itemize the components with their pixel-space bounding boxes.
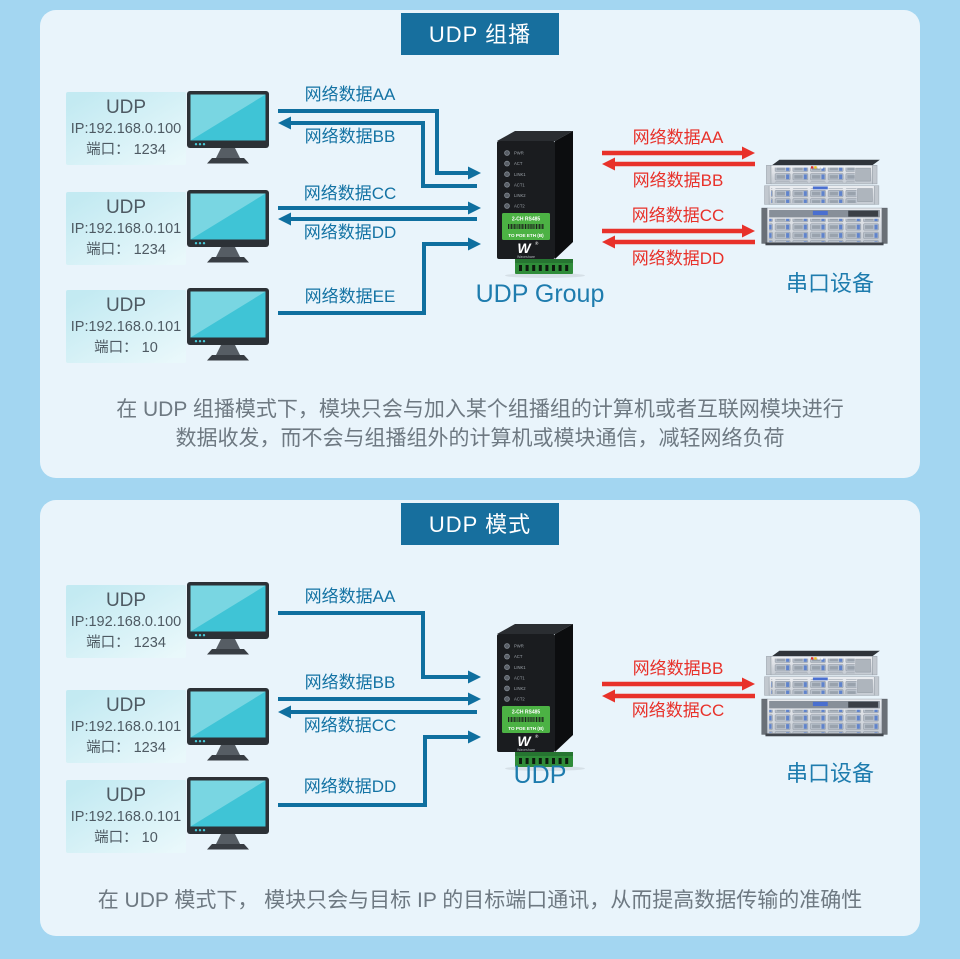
arrow-dd-pc3-to-device — [278, 730, 481, 807]
device-caption: UDP — [513, 761, 567, 789]
net-data-label-dd: 网络数据DD — [303, 777, 397, 796]
computer-label: UDP IP:192.168.0.101 端口： 1234 — [66, 690, 186, 763]
computer-protocol: UDP — [105, 590, 147, 611]
serial-data-label-bb: 网络数据BB — [632, 171, 724, 190]
server-rack-icon — [757, 156, 892, 249]
arrow-bb-device-to-pc1 — [278, 116, 477, 188]
net-data-label-dd: 网络数据DD — [303, 223, 397, 242]
computer-port: 端口： 10 — [94, 340, 158, 356]
computer-ip: IP:192.168.0.101 — [70, 319, 182, 335]
computer-port: 端口： 1234 — [86, 242, 166, 258]
computer-label: UDP IP:192.168.0.101 端口： 1234 — [66, 192, 186, 265]
computer-protocol: UDP — [105, 295, 147, 316]
computer-ip: IP:192.168.0.101 — [70, 221, 182, 237]
server-rack-caption: 串口设备 — [785, 761, 874, 786]
panel2-title: UDP 模式 — [400, 503, 560, 545]
computer-ip: IP:192.168.0.101 — [70, 719, 182, 735]
connection-arrows — [278, 109, 755, 315]
panel2-description: 在 UDP 模式下， 模块只会与目标 IP 的目标端口通讯，从而提高数据传输的准… — [40, 886, 920, 915]
computer-ip: IP:192.168.0.100 — [70, 614, 182, 630]
device-caption: UDP Group — [475, 280, 605, 308]
description-line: 在 UDP 模式下， 模块只会与目标 IP 的目标端口通讯，从而提高数据传输的准… — [97, 889, 863, 912]
computer-port: 端口： 1234 — [86, 740, 166, 756]
description-line: 在 UDP 组播模式下，模块只会与加入某个组播组的计算机或者互联网模块进行 — [116, 398, 844, 421]
serial-server-device-icon — [495, 128, 595, 278]
connection-arrows — [278, 611, 755, 807]
arrow-aa-pc1-to-device — [278, 611, 481, 684]
computer-protocol: UDP — [105, 197, 147, 218]
net-data-label-aa: 网络数据AA — [304, 587, 396, 606]
udp-mode-panel: UDP 模式 UDP IP:192.168.0.100 端口： 1234 UDP… — [40, 500, 920, 936]
monitor-icon — [187, 582, 269, 656]
computer-label: UDP IP:192.168.0.100 端口： 1234 — [66, 585, 186, 658]
monitor-icon — [187, 688, 269, 762]
net-data-label-bb: 网络数据BB — [304, 127, 396, 146]
monitor-icon — [187, 777, 269, 851]
computer-port: 端口： 1234 — [86, 635, 166, 651]
computer-protocol: UDP — [105, 785, 147, 806]
computer-port: 端口： 10 — [94, 830, 158, 846]
udp-multicast-panel: UDP 组播 UDP IP:192.168.0.100 端口： 1234 UDP… — [40, 10, 920, 478]
monitor-icon — [187, 91, 269, 165]
monitor-icon — [187, 190, 269, 264]
monitor-icon — [187, 288, 269, 362]
description-line: 数据收发，而不会与组播组外的计算机或模块通信，减轻网络负荷 — [175, 427, 785, 450]
serial-data-label-bb: 网络数据BB — [632, 659, 724, 678]
net-data-label-cc: 网络数据CC — [303, 184, 397, 203]
computer-ip: IP:192.168.0.100 — [70, 121, 182, 137]
arrow-aa-pc1-to-device — [278, 109, 481, 180]
serial-server-device-icon — [495, 621, 595, 771]
serial-data-label-dd: 网络数据DD — [631, 249, 725, 268]
computer-ip: IP:192.168.0.101 — [70, 809, 182, 825]
panel1-title: UDP 组播 — [400, 13, 560, 55]
panel1-description: 在 UDP 组播模式下，模块只会与加入某个组播组的计算机或者互联网模块进行 数据… — [40, 395, 920, 453]
computer-protocol: UDP — [105, 695, 147, 716]
serial-data-label-cc: 网络数据CC — [631, 701, 725, 720]
computer-label: UDP IP:192.168.0.101 端口： 10 — [66, 290, 186, 363]
serial-data-label-cc: 网络数据CC — [631, 206, 725, 225]
net-data-label-cc: 网络数据CC — [303, 716, 397, 735]
serial-data-label-aa: 网络数据AA — [632, 128, 724, 147]
net-data-label-ee: 网络数据EE — [304, 287, 396, 306]
net-data-label-aa: 网络数据AA — [304, 85, 396, 104]
computer-protocol: UDP — [105, 97, 147, 118]
computer-label: UDP IP:192.168.0.100 端口： 1234 — [66, 92, 186, 165]
computer-port: 端口： 1234 — [86, 142, 166, 158]
arrow-ee-pc3-to-device — [278, 237, 481, 315]
server-rack-caption: 串口设备 — [785, 271, 874, 296]
server-rack-icon — [757, 647, 892, 740]
computer-label: UDP IP:192.168.0.101 端口： 10 — [66, 780, 186, 853]
net-data-label-bb: 网络数据BB — [304, 673, 396, 692]
